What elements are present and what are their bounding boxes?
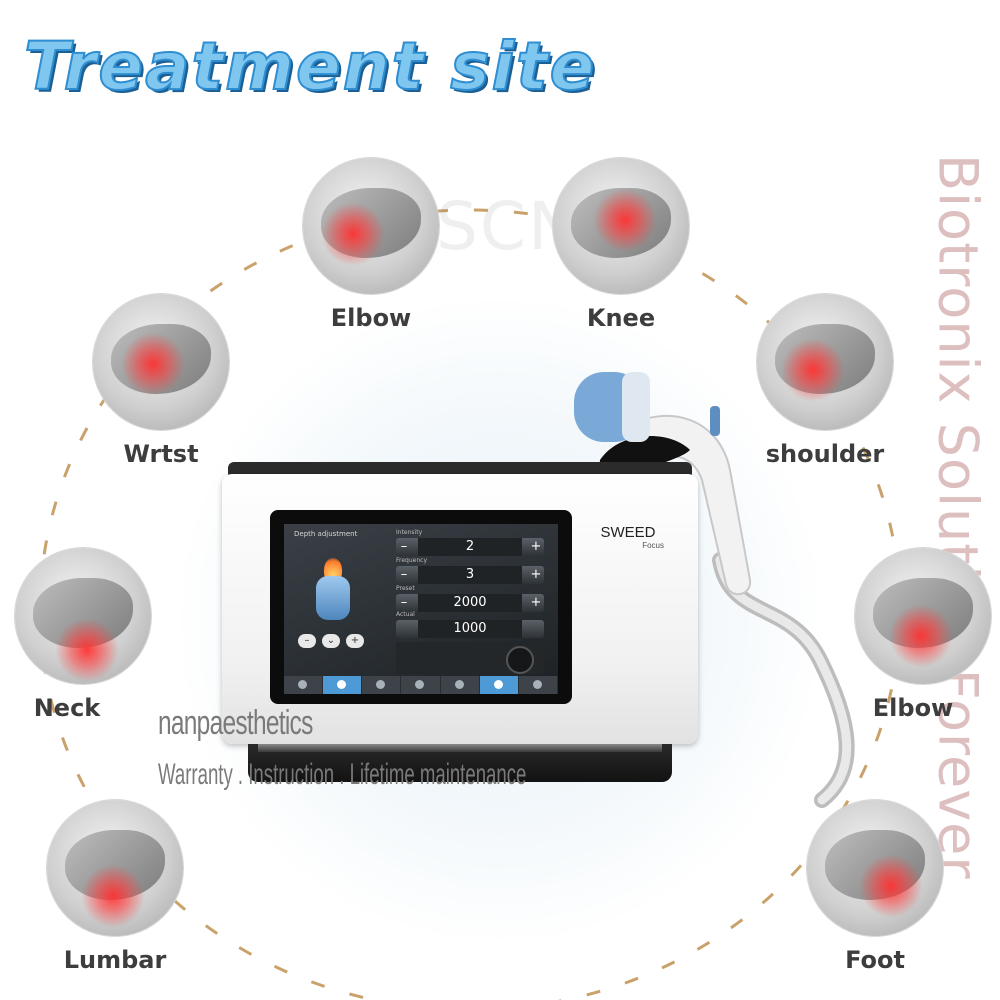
lumbar-photo	[47, 800, 183, 936]
site-label: Foot	[845, 946, 905, 974]
frequency-plus-button[interactable]: +	[530, 567, 542, 582]
watermark-tagline: Warranty . Instruction . Lifetime mainte…	[158, 758, 527, 791]
param-name: Intensity	[396, 529, 423, 536]
site-elbow-top: Elbow	[286, 158, 456, 348]
pain-marker	[859, 854, 923, 918]
site-label: Lumbar	[63, 946, 167, 974]
device-top-edge	[228, 462, 692, 476]
tab-body[interactable]	[362, 676, 402, 694]
elbow-photo	[303, 158, 439, 294]
readout-panel	[396, 642, 544, 674]
depth-center-button[interactable]: ⌄	[322, 634, 340, 648]
tab-mode[interactable]	[479, 676, 519, 694]
dial-icon	[506, 646, 534, 674]
frequency-minus-button[interactable]: –	[400, 567, 408, 582]
depth-minus-button[interactable]: –	[298, 634, 316, 648]
site-label: shoulder	[765, 440, 885, 468]
intensity-value: 2	[418, 538, 522, 556]
param-frequency: Frequency – 3 +	[396, 557, 544, 584]
foot-photo	[807, 800, 943, 936]
site-neck: Neck	[0, 548, 168, 738]
applicator-handpiece	[574, 372, 855, 808]
param-name: Preset	[396, 585, 415, 592]
brand-model: Focus	[642, 541, 664, 550]
param-actual: Actual 1000	[396, 611, 544, 638]
pain-marker	[321, 202, 385, 266]
pain-marker	[781, 338, 845, 402]
tab-program[interactable]	[401, 676, 441, 694]
site-knee: Knee	[536, 158, 706, 348]
param-name: Frequency	[396, 557, 427, 564]
tab-user[interactable]	[323, 676, 363, 694]
tab-info[interactable]	[441, 676, 480, 694]
neck-photo	[15, 548, 151, 684]
preset-plus-button[interactable]: +	[530, 595, 542, 610]
screen-tab-bar	[284, 676, 558, 694]
device-screen: Depth adjustment – ⌄ + Intensity – 2 + F…	[270, 510, 572, 704]
body-icon	[376, 680, 386, 689]
info-icon	[454, 680, 464, 689]
param-intensity: Intensity – 2 +	[396, 529, 544, 556]
brand-name: SWEED	[600, 524, 656, 541]
vertical-banner-text: Biotronix Solution Forever	[926, 154, 990, 880]
site-label: Knee	[586, 304, 656, 332]
tab-home[interactable]	[284, 676, 324, 694]
watermark-name: nanpaesthetics	[158, 704, 313, 742]
page-title: Treatment site	[23, 27, 597, 106]
site-shoulder: shoulder	[740, 294, 910, 484]
intensity-plus-button[interactable]: +	[530, 539, 542, 554]
site-foot: Foot	[790, 800, 960, 990]
elbow-right-photo	[855, 548, 991, 684]
vertical-banner: Biotronix Solution Forever	[926, 52, 990, 982]
device-base	[248, 744, 672, 782]
param-name: Actual	[396, 611, 415, 618]
device-body: Depth adjustment – ⌄ + Intensity – 2 + F…	[222, 474, 698, 744]
device-brand: SWEED Focus	[582, 524, 674, 550]
depth-plus-button[interactable]: +	[346, 634, 364, 648]
applicator-graphic	[308, 554, 358, 624]
program-icon	[415, 680, 425, 689]
pain-marker	[81, 864, 145, 928]
actual-value: 1000	[418, 620, 522, 638]
pain-marker	[55, 618, 119, 682]
applicator-cap-icon	[316, 576, 350, 620]
wrist-photo	[93, 294, 229, 430]
shoulder-photo	[757, 294, 893, 430]
site-label: Wrtst	[123, 440, 199, 468]
screen-inner: Depth adjustment – ⌄ + Intensity – 2 + F…	[284, 524, 558, 694]
home-icon	[298, 680, 308, 689]
site-label: Elbow	[872, 694, 954, 722]
site-label: Neck	[33, 694, 101, 722]
frequency-value: 3	[418, 566, 522, 584]
knee-photo	[553, 158, 689, 294]
mode-icon	[493, 680, 503, 689]
manual-icon	[532, 680, 542, 689]
shockwave-device: Depth adjustment – ⌄ + Intensity – 2 + F…	[222, 462, 698, 812]
site-lumbar: Lumbar	[30, 800, 200, 990]
intensity-minus-button[interactable]: –	[400, 539, 408, 554]
preset-value: 2000	[418, 594, 522, 612]
pain-marker	[121, 332, 185, 396]
param-preset: Preset – 2000 +	[396, 585, 544, 612]
user-icon	[337, 680, 347, 689]
site-wrist: Wrtst	[76, 294, 246, 484]
pain-marker	[889, 604, 953, 668]
pain-marker	[593, 188, 657, 252]
site-elbow-right: Elbow	[838, 548, 1000, 738]
tab-manual[interactable]	[519, 676, 558, 694]
depth-adjustment-label: Depth adjustment	[294, 530, 358, 538]
site-label: Elbow	[330, 304, 412, 332]
preset-minus-button[interactable]: –	[400, 595, 408, 610]
